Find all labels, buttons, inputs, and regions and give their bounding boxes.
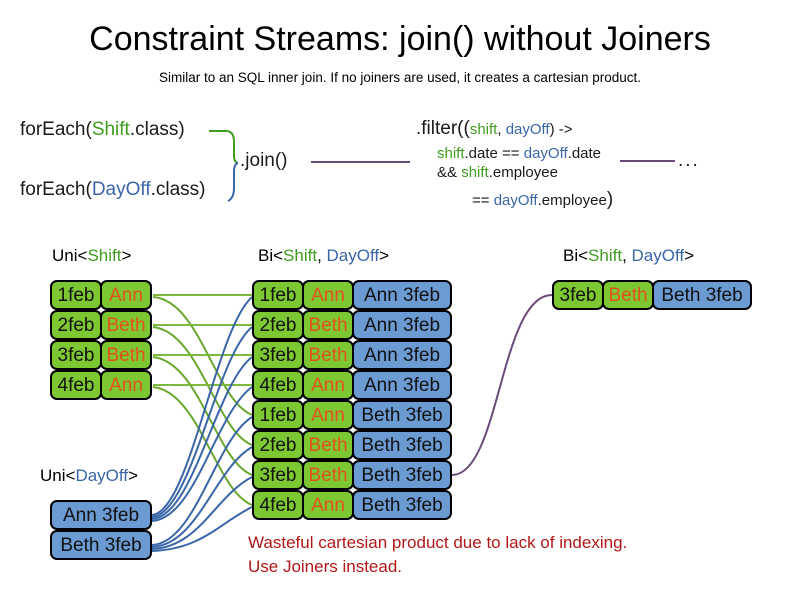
code-filter-line2: shift.date == dayOff.date: [437, 145, 601, 162]
filter2-dayoff: dayOff: [523, 145, 568, 162]
dayoff-cell: Ann 3feb: [50, 500, 152, 530]
result-date-cell: 3feb: [552, 280, 604, 310]
param-dayoff: dayOff: [505, 121, 550, 138]
bi-date-cell: 1feb: [252, 280, 304, 310]
shift-employee-cell: Beth: [100, 310, 152, 340]
bi-dayoff-cell: Ann 3feb: [352, 310, 452, 340]
filter-arrow: ) ->: [549, 121, 573, 138]
bi-date-cell: 3feb: [252, 340, 304, 370]
bi-cart-suffix: >: [379, 246, 390, 265]
bi-dayoff-cell: Beth 3feb: [352, 460, 452, 490]
bi-date-cell: 3feb: [252, 460, 304, 490]
bi-cart-prefix: Bi<: [258, 246, 284, 265]
foreach-shift-suffix: .class): [129, 119, 185, 140]
shift-employee-cell: Ann: [100, 280, 152, 310]
bi-employee-cell: Beth: [302, 430, 354, 460]
type-shift: Shift: [91, 119, 130, 140]
bi-filt-prefix: Bi<: [563, 246, 589, 265]
foreach-dayoff-suffix: .class): [150, 179, 206, 200]
bi-dayoff-cell: Beth 3feb: [352, 490, 452, 520]
shift-date-cell: 1feb: [50, 280, 102, 310]
bi-date-cell: 4feb: [252, 490, 304, 520]
bi-cart-type2: DayOff: [326, 246, 380, 265]
header-uni-dayoff: Uni<DayOff>: [40, 466, 138, 486]
bi-filt-type1: Shift: [588, 246, 623, 265]
uni-dayoff-type: DayOff: [75, 466, 129, 485]
filter-comma: ,: [497, 121, 506, 138]
bi-date-cell: 1feb: [252, 400, 304, 430]
bi-employee-cell: Beth: [302, 340, 354, 370]
header-bi-filtered: Bi<Shift, DayOff>: [563, 246, 694, 266]
bi-cart-type1: Shift: [283, 246, 318, 265]
filter3-a: &&: [437, 164, 462, 181]
shift-employee-cell: Beth: [100, 340, 152, 370]
bi-dayoff-cell: Beth 3feb: [352, 400, 452, 430]
foreach-shift-prefix: forEach(: [20, 119, 92, 140]
code-filter-line4: == dayOff.employee): [472, 189, 613, 211]
code-ellipsis: ...: [678, 150, 700, 171]
foreach-dayoff-prefix: forEach(: [20, 179, 92, 200]
code-foreach-dayoff: forEach(DayOff.class): [20, 179, 206, 201]
code-join-label: .join(): [240, 150, 288, 171]
bi-dayoff-cell: Ann 3feb: [352, 340, 452, 370]
bi-dayoff-cell: Ann 3feb: [352, 280, 452, 310]
result-dayoff-cell: Beth 3feb: [652, 280, 752, 310]
uni-shift-suffix: >: [121, 246, 132, 265]
bi-filt-suffix: >: [684, 246, 695, 265]
bi-dayoff-cell: Ann 3feb: [352, 370, 452, 400]
bi-date-cell: 2feb: [252, 310, 304, 340]
filter3-b: .employee: [488, 164, 558, 181]
bi-filt-comma: ,: [622, 246, 632, 265]
bi-filt-type2: DayOff: [631, 246, 685, 265]
bi-employee-cell: Ann: [302, 370, 354, 400]
shift-date-cell: 3feb: [50, 340, 102, 370]
result-employee-cell: Beth: [602, 280, 654, 310]
header-uni-shift: Uni<Shift>: [52, 246, 131, 266]
filter4-dayoff: dayOff: [493, 192, 538, 209]
filter4-a: ==: [472, 192, 494, 209]
bi-date-cell: 2feb: [252, 430, 304, 460]
uni-shift-prefix: Uni<: [52, 246, 88, 265]
code-foreach-shift: forEach(Shift.class): [20, 119, 185, 141]
uni-dayoff-suffix: >: [128, 466, 138, 485]
filter-open: .filter((: [416, 118, 470, 139]
bi-cart-comma: ,: [317, 246, 327, 265]
filter3-shift: shift: [461, 164, 489, 181]
header-bi-cartesian: Bi<Shift, DayOff>: [258, 246, 389, 266]
bi-employee-cell: Beth: [302, 310, 354, 340]
bi-employee-cell: Beth: [302, 460, 354, 490]
uni-dayoff-prefix: Uni<: [40, 466, 76, 485]
warning-line-2: Use Joiners instead.: [248, 557, 403, 576]
filter2-shift: shift: [437, 145, 465, 162]
type-dayoff: DayOff: [91, 179, 151, 200]
filter2-b: .date: [567, 145, 602, 162]
code-filter-line3: && shift.employee: [437, 164, 558, 181]
shift-date-cell: 4feb: [50, 370, 102, 400]
bi-employee-cell: Ann: [302, 490, 354, 520]
page-title: Constraint Streams: join() without Joine…: [89, 20, 711, 58]
shift-employee-cell: Ann: [100, 370, 152, 400]
filter2-a: .date ==: [464, 145, 524, 162]
filter4-close: ): [606, 189, 614, 210]
param-shift: shift: [469, 121, 498, 138]
bi-date-cell: 4feb: [252, 370, 304, 400]
bi-employee-cell: Ann: [302, 280, 354, 310]
page-subtitle: Similar to an SQL inner join. If no join…: [159, 70, 641, 85]
dayoff-cell: Beth 3feb: [50, 530, 152, 560]
code-filter-line1: .filter((shift, dayOff) ->: [416, 118, 573, 140]
bi-employee-cell: Ann: [302, 400, 354, 430]
filter4-b: .employee: [537, 192, 607, 209]
bi-dayoff-cell: Beth 3feb: [352, 430, 452, 460]
uni-shift-type: Shift: [87, 246, 122, 265]
warning-line-1: Wasteful cartesian product due to lack o…: [248, 533, 628, 552]
shift-date-cell: 2feb: [50, 310, 102, 340]
